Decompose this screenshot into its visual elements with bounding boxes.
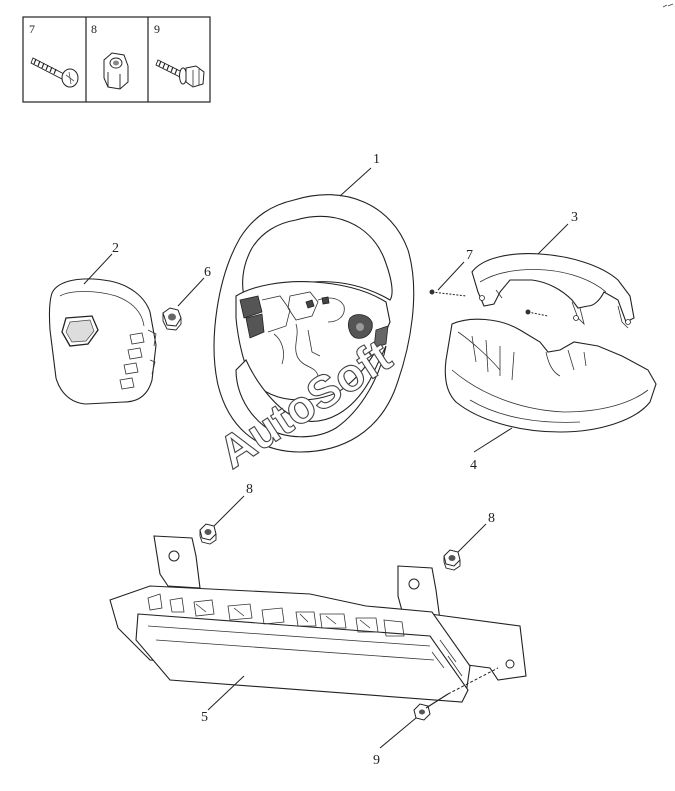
leader-2 — [83, 253, 113, 285]
callout-6: 6 — [204, 265, 211, 280]
driver-airbag-module — [48, 278, 157, 405]
shroud-screw-upper — [429, 289, 467, 297]
leader-9-axis — [447, 667, 499, 695]
leader-8b — [457, 523, 487, 553]
leader-5 — [207, 675, 245, 711]
steering-wheel — [213, 194, 415, 453]
callout-2: 2 — [112, 241, 119, 256]
nut-icon — [103, 52, 129, 90]
callout-4: 4 — [470, 458, 477, 473]
bolt-icon — [155, 59, 205, 88]
fastener-legend: 7 8 9 — [22, 16, 211, 103]
callout-1: 1 — [373, 152, 380, 167]
leader-lines — [83, 167, 569, 749]
callout-5: 5 — [201, 710, 208, 725]
bracket-nut-left — [199, 523, 217, 545]
lower-column-shroud — [444, 318, 657, 433]
callout-9: 9 — [373, 753, 380, 768]
legend-number-8: 8 — [91, 22, 97, 36]
callout-7: 7 — [466, 248, 473, 263]
bracket-nut-right — [443, 549, 461, 571]
screw-icon — [30, 57, 79, 88]
legend-number-9: 9 — [154, 22, 160, 36]
leader-9 — [379, 717, 417, 749]
steering-wheel-nut — [162, 307, 182, 331]
shroud-screw-lower — [525, 309, 549, 317]
leader-8a — [213, 495, 245, 527]
leader-4 — [473, 427, 513, 453]
upper-column-shroud — [471, 253, 635, 329]
leader-1 — [339, 167, 372, 197]
corner-mark — [662, 3, 674, 8]
passenger-airbag-module — [109, 535, 527, 703]
callout-8-left: 8 — [246, 482, 253, 497]
legend-number-7: 7 — [29, 22, 35, 36]
callout-8-right: 8 — [488, 511, 495, 526]
leader-7 — [437, 261, 465, 291]
leader-6 — [177, 277, 205, 307]
callout-3: 3 — [571, 210, 578, 225]
leader-3 — [537, 223, 569, 255]
